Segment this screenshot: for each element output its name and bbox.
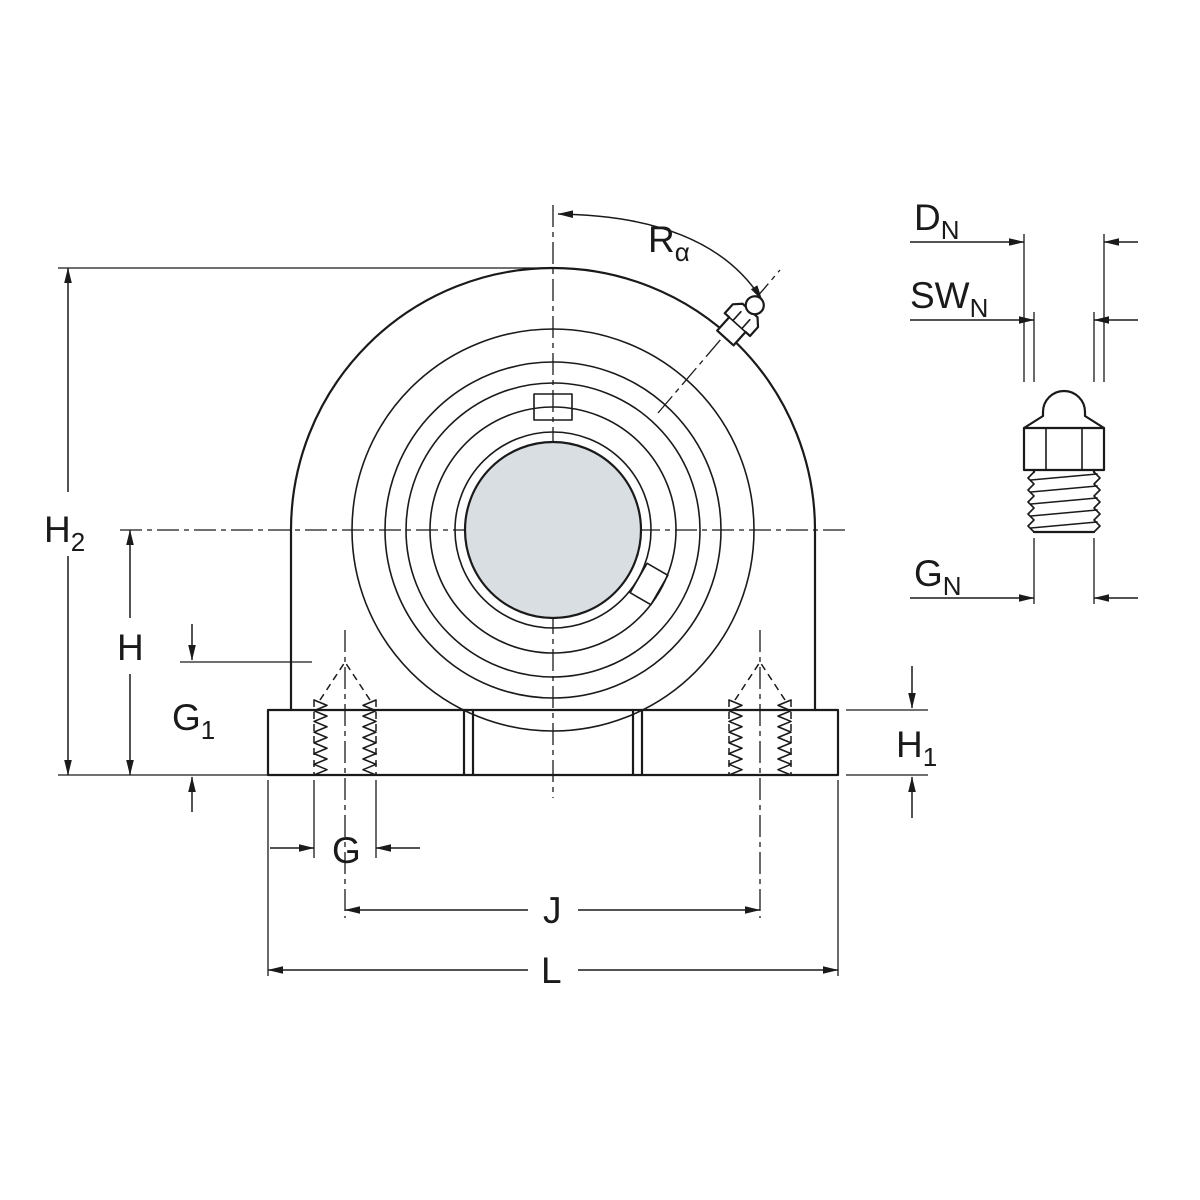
ext-lines-swn <box>1033 312 1095 382</box>
dim-label-dn: DN <box>914 197 960 245</box>
drill-cone-right <box>734 660 786 701</box>
dim-label-ra: Rα <box>648 219 690 267</box>
nipple-detail-ball <box>1041 389 1087 414</box>
dim-label-j: J <box>543 890 562 931</box>
nipple-detail-hex <box>1022 426 1106 472</box>
tapped-hole-left <box>313 630 377 918</box>
inner-ring-circle-2 <box>454 431 652 629</box>
ext-lines-gn <box>1033 538 1095 604</box>
thread-zigzag-right-a <box>728 699 743 776</box>
thread-zigzag-left-b <box>362 699 377 776</box>
tapped-hole-right <box>728 630 792 918</box>
ext-lines-dn <box>1023 234 1105 382</box>
front-view <box>120 205 845 918</box>
nipple-hex-lines <box>723 310 751 337</box>
dim-label-gn: GN <box>914 553 962 601</box>
outer-ring-circle-1 <box>384 361 722 699</box>
grease-nipple-detail: DN SWN GN <box>910 197 1138 604</box>
dim-label-swn: SWN <box>910 275 988 323</box>
nipple-detail-head-taper <box>1022 410 1106 430</box>
inner-ring-circle-1 <box>429 406 677 654</box>
outer-ring-circle-2 <box>405 382 701 678</box>
set-screw-top <box>533 393 573 421</box>
base-center-slot-lines <box>462 708 644 777</box>
nipple-detail-hex-flats <box>1045 427 1083 471</box>
thread-zigzag-left-a <box>313 699 328 776</box>
shaft-bore <box>463 440 643 620</box>
dim-label-l: L <box>541 950 562 991</box>
dim-label-h2: H2 <box>44 509 85 557</box>
nipple-detail-thread-left <box>1027 471 1035 533</box>
front-view-dimensions: H2 H G1 H1 G J L Rα <box>44 210 937 991</box>
dim-curve-ra <box>557 210 763 301</box>
grease-nipple-front <box>716 295 765 347</box>
ext-lines-base-right <box>846 709 928 776</box>
set-screw-side <box>629 562 669 606</box>
dim-label-g1: G1 <box>172 697 215 745</box>
dim-label-h1: H1 <box>896 724 937 772</box>
dim-label-h: H <box>117 627 144 668</box>
nipple-axis-centerline <box>657 269 781 414</box>
housing-outer-arc <box>289 266 817 532</box>
housing-boss-circle <box>351 328 755 732</box>
base-outline <box>266 708 840 777</box>
thread-crest-hidden-right <box>728 700 792 775</box>
thread-zigzag-right-b <box>777 699 792 776</box>
drill-cone-left <box>319 660 371 701</box>
housing-side-lines <box>289 528 817 712</box>
nipple-detail-thread-right <box>1093 471 1101 533</box>
ext-lines-l <box>267 780 839 976</box>
dim-label-g: G <box>332 830 361 871</box>
set-screw-top-hatch <box>533 393 573 421</box>
thread-crest-hidden-left <box>313 700 377 775</box>
nipple-detail-thread-lines <box>1030 473 1098 529</box>
set-screw-side-hatch <box>629 562 669 606</box>
